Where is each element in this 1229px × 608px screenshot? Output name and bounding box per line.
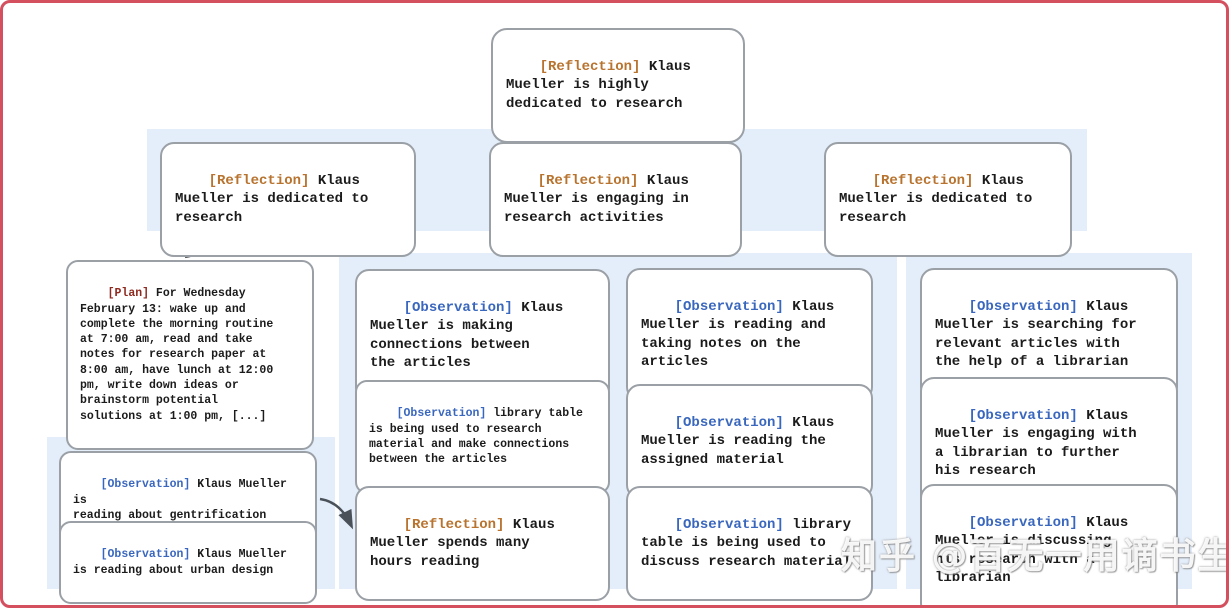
memory-node-obs-discussing-research: [Observation] Klaus Mueller is discussin… [920, 484, 1178, 605]
memory-node-root-reflection: [Reflection] Klaus Mueller is highly ded… [491, 28, 745, 143]
memory-node-reflection-spends-hours-reading: [Reflection] Klaus Mueller spends many h… [355, 486, 610, 601]
node-text: Klaus Mueller is searching for relevant … [935, 299, 1137, 370]
node-text: Klaus Mueller is reading the assigned ma… [641, 415, 835, 468]
memory-node-obs-library-table-discuss: [Observation] library table is being use… [626, 486, 873, 601]
node-text: For Wednesday February 13: wake up and c… [80, 287, 274, 423]
reflection-tag: [Reflection] [539, 59, 641, 76]
memory-node-l2-right-reflection: [Reflection] Klaus Mueller is dedicated … [824, 142, 1072, 257]
watermark: 知乎 @百无一用谪书生 [841, 536, 1229, 577]
memory-node-l2-left-reflection: [Reflection] Klaus Mueller is dedicated … [160, 142, 416, 257]
node-text: library table is being used to discuss r… [641, 517, 852, 570]
node-text: Klaus Mueller is engaging with a librari… [935, 408, 1137, 479]
reflection-tag: [Reflection] [208, 173, 310, 190]
observation-tag: [Observation] [100, 478, 191, 492]
node-text: library table is being used to research … [369, 407, 583, 467]
reflection-tag: [Reflection] [537, 173, 639, 190]
memory-node-obs-urban-design: [Observation] Klaus Mueller is reading a… [59, 521, 317, 605]
observation-tag: [Observation] [403, 300, 513, 317]
reflection-tag: [Reflection] [872, 173, 974, 190]
plan-tag: [Plan] [107, 287, 150, 301]
observation-tag: [Observation] [674, 517, 784, 534]
reflection-tag: [Reflection] [403, 517, 505, 534]
node-text: Klaus Mueller is highly dedicated to res… [506, 59, 691, 112]
node-text: Klaus Mueller is reading and taking note… [641, 299, 835, 370]
node-text: Klaus Mueller is discussing his research… [935, 515, 1129, 586]
observation-tag: [Observation] [100, 548, 191, 562]
observation-tag: [Observation] [674, 415, 784, 432]
node-text: Klaus Mueller is engaging in research ac… [504, 173, 689, 226]
observation-tag: [Observation] [968, 299, 1078, 316]
memory-node-obs-taking-notes: [Observation] Klaus Mueller is reading a… [626, 268, 873, 402]
observation-tag: [Observation] [968, 408, 1078, 425]
node-text: Klaus Mueller is dedicated to research [175, 173, 369, 226]
memory-node-plan: [Plan] For Wednesday February 13: wake u… [66, 260, 314, 451]
node-text: Klaus Mueller is reading about gentrific… [73, 478, 287, 522]
memory-node-l2-mid-reflection: [Reflection] Klaus Mueller is engaging i… [489, 142, 742, 257]
node-text: Klaus Mueller is dedicated to research [839, 173, 1033, 226]
memory-node-obs-library-table-research: [Observation] library table is being use… [355, 380, 610, 494]
node-text: Klaus Mueller is reading about urban des… [73, 548, 287, 577]
node-text: Klaus Mueller is making connections betw… [370, 300, 564, 371]
memory-node-obs-assigned-material: [Observation] Klaus Mueller is reading t… [626, 384, 873, 499]
observation-tag: [Observation] [674, 299, 784, 316]
observation-tag: [Observation] [396, 407, 487, 421]
observation-tag: [Observation] [968, 515, 1078, 532]
node-text: Klaus Mueller spends many hours reading [370, 517, 555, 570]
